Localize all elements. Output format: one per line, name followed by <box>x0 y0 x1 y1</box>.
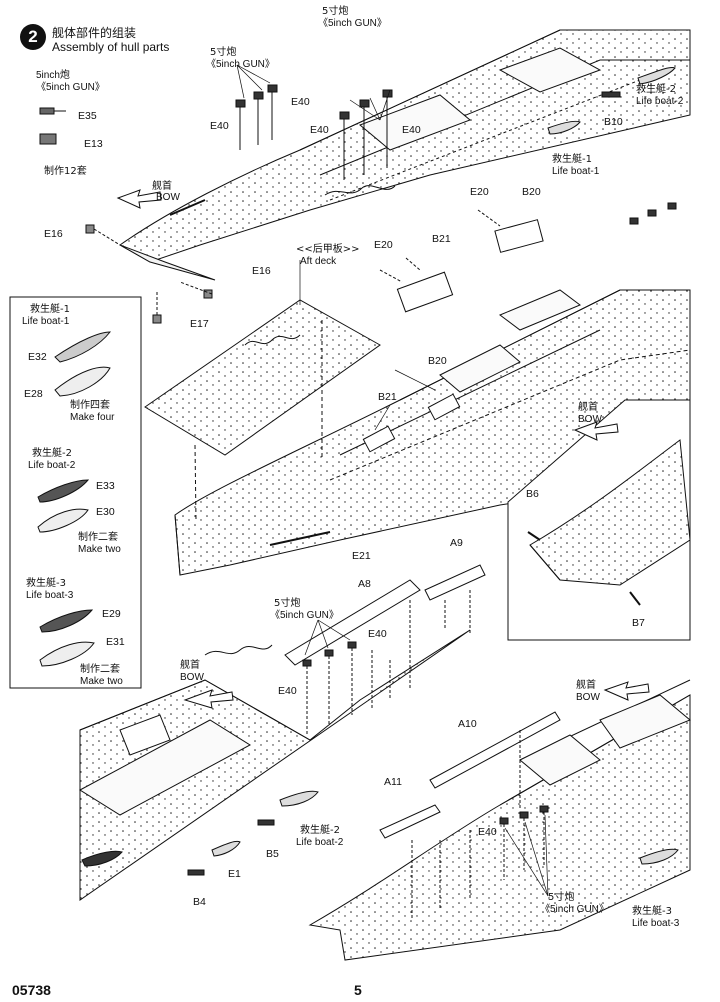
part-e32-label: E32 <box>28 351 47 363</box>
part-b7-label: B7 <box>632 617 645 629</box>
gun-title-en-label: 《5inch GUN》 <box>36 82 105 93</box>
aft-hull <box>144 202 691 576</box>
bottom-lb3-en-label: Life boat-3 <box>632 918 680 929</box>
aft-deck-en-label: Aft deck <box>300 256 337 267</box>
bow-zh-bottom-left-label: 舰首 <box>180 660 200 671</box>
bottom-left-hull <box>79 564 486 901</box>
part-e30-label: E30 <box>96 506 115 518</box>
part-e16-b-label: E16 <box>252 265 271 277</box>
bow-en-top-label: BOW <box>156 192 180 203</box>
panel-lb1-en-label: Life boat-1 <box>22 316 70 327</box>
bow-en-bottom-left-label: BOW <box>180 672 204 683</box>
part-a9-label: A9 <box>450 537 463 549</box>
panel-lb2-en-label: Life boat-2 <box>28 460 76 471</box>
make-twelve-label: 制作12套 <box>44 166 87 177</box>
bottom-gun2-zh-label: 5寸炮 <box>548 892 575 903</box>
panel-lb3-zh-label: 救生艇-3 <box>26 578 66 589</box>
part-e31-label: E31 <box>106 636 125 648</box>
make-four-zh-label: 制作四套 <box>70 400 110 411</box>
bottom-gun-zh-label: 5寸炮 <box>274 598 301 609</box>
bow-zh-top-label: 舰首 <box>152 181 172 192</box>
part-e13-label: E13 <box>84 138 103 150</box>
part-e20-a-label: E20 <box>470 186 489 198</box>
bow-zh-mid-label: 舰首 <box>578 402 598 413</box>
lifeboat2-zh-top-label: 救生艇-2 <box>636 84 676 95</box>
part-b4-label: B4 <box>193 896 206 908</box>
part-e40-b-label: E40 <box>210 120 229 132</box>
lifeboat-panel-drawings <box>37 331 112 667</box>
step-title-en: Assembly of hull parts <box>52 40 170 54</box>
make-four-en-label: Make four <box>70 412 115 423</box>
part-e40-c-label: E40 <box>310 124 329 136</box>
bottom-lb2-en-label: Life boat-2 <box>296 837 344 848</box>
panel-lb3-en-label: Life boat-3 <box>26 590 74 601</box>
bottom-gun-en-label: 《5inch GUN》 <box>270 610 339 621</box>
aft-deck-zh-label: <<后甲板>> <box>296 244 360 255</box>
lifeboat1-en-top-label: Life boat-1 <box>552 166 600 177</box>
gun2-en-label: 《5inch GUN》 <box>318 18 387 29</box>
top-hull <box>39 29 691 324</box>
part-e40-d-label: E40 <box>402 124 421 136</box>
part-e29-label: E29 <box>102 608 121 620</box>
part-a11-label: A11 <box>384 776 402 788</box>
part-b21-a-label: B21 <box>432 233 451 245</box>
bottom-right-hull <box>308 679 691 961</box>
bottom-lb2-zh-label: 救生艇-2 <box>300 825 340 836</box>
step-title-zh: 舰体部件的组装 <box>52 26 137 40</box>
part-e35-label: E35 <box>78 110 97 122</box>
part-a8-label: A8 <box>358 578 371 590</box>
bow-zh-bottom-right-label: 舰首 <box>576 680 596 691</box>
step-number-badge: 2 <box>20 24 46 50</box>
part-e17-label: E17 <box>190 318 209 330</box>
gun2-zh-label: 5寸炮 <box>322 6 349 17</box>
part-b6-label: B6 <box>526 488 539 500</box>
bottom-lb3-zh-label: 救生艇-3 <box>632 906 672 917</box>
product-code: 05738 <box>12 982 51 998</box>
bottom-gun2-en-label: 《5inch GUN》 <box>540 904 609 915</box>
part-e16-a-label: E16 <box>44 228 63 240</box>
part-e40-f-label: E40 <box>278 685 297 697</box>
gun1-en-label: 《5inch GUN》 <box>206 59 275 70</box>
gun1-zh-label: 5寸炮 <box>210 47 237 58</box>
make-two-b-zh-label: 制作二套 <box>80 664 120 675</box>
make-two-a-zh-label: 制作二套 <box>78 532 118 543</box>
inset-bow <box>527 421 691 606</box>
part-b10-label: B10 <box>604 116 623 128</box>
panel-lb2-zh-label: 救生艇-2 <box>32 448 72 459</box>
make-two-a-en-label: Make two <box>78 544 121 555</box>
part-e40-a-label: E40 <box>291 96 310 108</box>
panel-lb1-zh-label: 救生艇-1 <box>30 304 70 315</box>
lifeboat2-en-top-label: Life boat-2 <box>636 96 684 107</box>
part-e40-e-label: E40 <box>368 628 387 640</box>
part-e28-label: E28 <box>24 388 43 400</box>
part-b20-a-label: B20 <box>522 186 541 198</box>
bow-en-mid-label: BOW <box>578 414 602 425</box>
part-a10-label: A10 <box>458 718 477 730</box>
gun-title-label: 5inch炮 <box>36 70 70 81</box>
part-b5-label: B5 <box>266 848 279 860</box>
make-two-b-en-label: Make two <box>80 676 123 687</box>
part-e1-label: E1 <box>228 868 241 880</box>
page-number: 5 <box>354 982 362 998</box>
part-e21-label: E21 <box>352 550 371 562</box>
lifeboat1-zh-top-label: 救生艇-1 <box>552 154 592 165</box>
part-b21-b-label: B21 <box>378 391 397 403</box>
part-e20-b-label: E20 <box>374 239 393 251</box>
bow-en-bottom-right-label: BOW <box>576 692 600 703</box>
part-e33-label: E33 <box>96 480 115 492</box>
part-b20-b-label: B20 <box>428 355 447 367</box>
part-e40-g-label: E40 <box>478 826 497 838</box>
